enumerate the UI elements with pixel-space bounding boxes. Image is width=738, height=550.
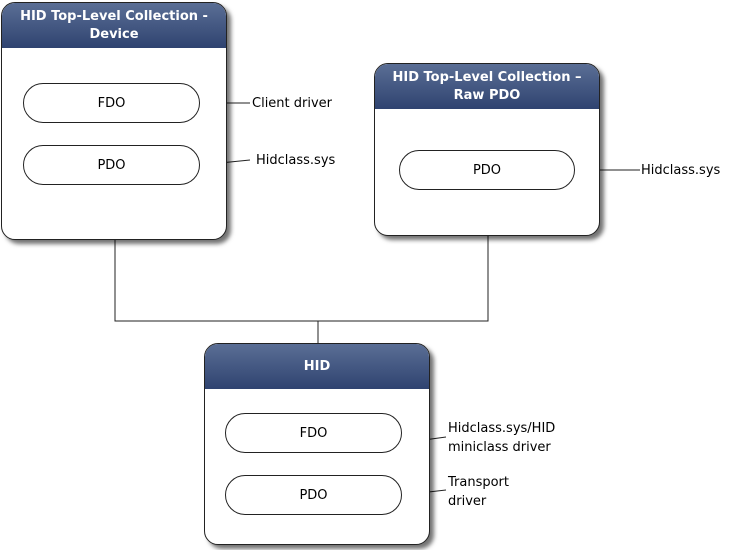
device-fdo-node: FDO	[23, 83, 200, 123]
miniclass-driver-label: Hidclass.sys/HID miniclass driver	[448, 421, 556, 455]
hid-title: HID	[205, 344, 429, 389]
raw-collection-box: HID Top-Level Collection – Raw PDO	[374, 63, 600, 236]
raw-collection-title: HID Top-Level Collection – Raw PDO	[375, 64, 599, 109]
raw-hidclass-label: Hidclass.sys	[641, 163, 721, 178]
device-pdo-node: PDO	[23, 145, 200, 185]
hid-pdo-node: PDO	[225, 475, 402, 515]
transport-driver-label: Transport driver	[448, 475, 510, 509]
raw-pdo-node: PDO	[399, 150, 575, 190]
client-driver-label: Client driver	[252, 96, 333, 111]
device-collection-title: HID Top-Level Collection - Device	[2, 3, 226, 48]
hid-fdo-node: FDO	[225, 413, 402, 453]
device-hidclass-label: Hidclass.sys	[256, 153, 336, 168]
